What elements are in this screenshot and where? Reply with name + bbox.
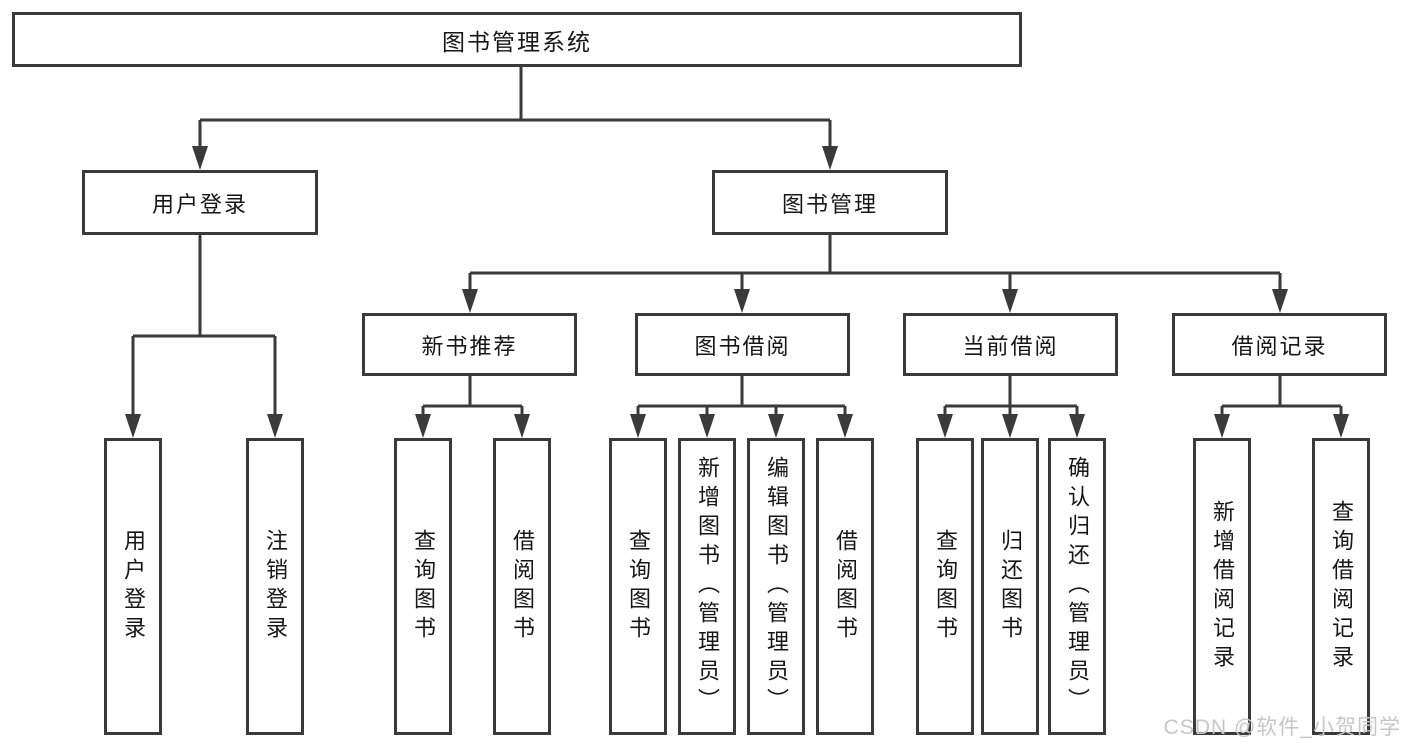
- connector-book-mgmt-branch: [468, 235, 1282, 295]
- leaf-confirm-return-admin: 确认归还（管理员）: [1048, 438, 1106, 735]
- leaf-borrow-book: 借阅图书: [816, 438, 874, 735]
- leaf-logout: 注销登录: [246, 438, 304, 735]
- csdn-watermark: CSDN @软件_小贺同学: [1163, 716, 1401, 739]
- leaf-query-book-borrow: 查询图书: [609, 438, 667, 735]
- leaf-borrow-book-recommend: 借阅图书: [493, 438, 551, 735]
- leaf-return-book: 归还图书: [981, 438, 1039, 735]
- connector-book-borrow-branch: [636, 376, 847, 418]
- node-current-borrow: 当前借阅: [903, 313, 1118, 376]
- connector-root-branch: [198, 67, 832, 150]
- leaf-query-book-current: 查询图书: [916, 438, 974, 735]
- leaf-query-book-recommend: 查询图书: [394, 438, 452, 735]
- connector-new-book-rec-branch: [421, 376, 524, 418]
- node-book-borrow: 图书借阅: [635, 313, 850, 376]
- leaf-add-borrow-record: 新增借阅记录: [1193, 438, 1251, 735]
- leaf-user-login: 用户登录: [104, 438, 162, 735]
- node-book-management: 图书管理: [712, 170, 948, 235]
- node-user-login: 用户登录: [82, 170, 318, 235]
- leaf-query-borrow-record: 查询借阅记录: [1312, 438, 1370, 735]
- arrowheads: [125, 146, 1349, 438]
- connector-borrow-records-branch: [1220, 376, 1343, 418]
- node-root: 图书管理系统: [12, 12, 1022, 67]
- connector-user-login-branch: [131, 235, 277, 418]
- leaf-edit-book-admin: 编辑图书（管理员）: [747, 438, 805, 735]
- node-new-book-recommend: 新书推荐: [362, 313, 577, 376]
- connector-current-borrow-branch: [943, 376, 1079, 418]
- node-borrow-records: 借阅记录: [1172, 313, 1387, 376]
- leaf-add-book-admin: 新增图书（管理员）: [678, 438, 736, 735]
